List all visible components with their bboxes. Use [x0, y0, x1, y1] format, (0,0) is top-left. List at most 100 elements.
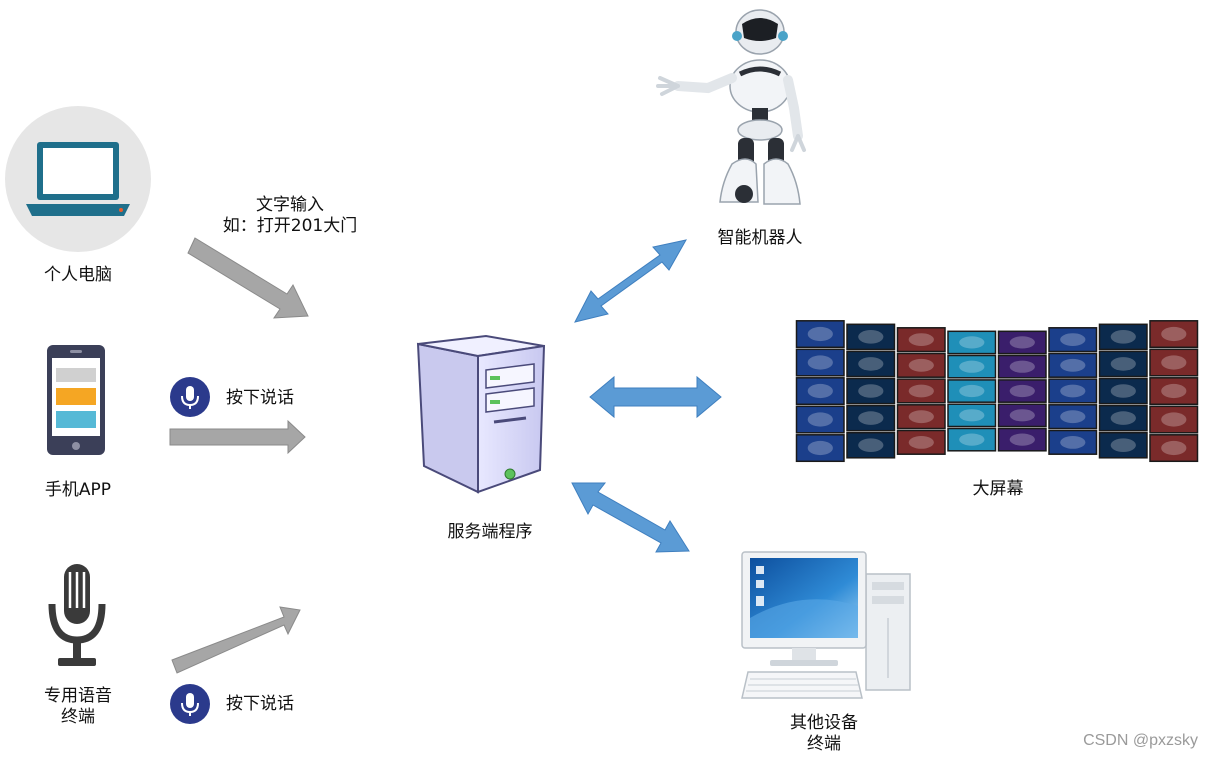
laptop-icon: [5, 106, 151, 252]
video-wall-tile-highlight: [1161, 440, 1187, 456]
desktop-computer-icon: [741, 551, 911, 699]
other-device-label-line2: 终端: [807, 734, 841, 754]
video-wall-tile-highlight: [807, 440, 833, 456]
mic-badge-icon-2: [170, 684, 210, 724]
video-wall-tile: [846, 323, 896, 351]
video-wall-tile: [1048, 327, 1098, 353]
video-wall-tile-highlight: [908, 333, 934, 346]
video-wall-tile-highlight: [1161, 383, 1187, 399]
video-wall-tile-highlight: [908, 436, 934, 449]
video-wall-tile: [1149, 377, 1199, 406]
video-wall-tile: [846, 404, 896, 432]
video-wall-tile: [1098, 323, 1148, 351]
other-device-label-line1: 其他设备: [790, 713, 858, 733]
video-wall-tile-highlight: [1009, 409, 1035, 422]
video-wall-tile: [1048, 378, 1098, 404]
video-wall-tile: [1149, 320, 1199, 349]
video-wall-tile-highlight: [959, 360, 985, 373]
video-wall-tile-highlight: [959, 384, 985, 398]
video-wall-tile-highlight: [1110, 330, 1136, 344]
video-wall-tile-highlight: [908, 384, 934, 398]
video-wall-tile-highlight: [807, 355, 833, 370]
voice-terminal-label-line2: 终端: [61, 707, 95, 727]
video-wall-tile: [896, 429, 946, 455]
video-wall-tile: [997, 330, 1047, 355]
video-wall-tile: [947, 379, 997, 403]
video-wall-tile: [795, 405, 845, 434]
big-screen-label: 大屏幕: [972, 479, 1024, 499]
robot-label: 智能机器人: [717, 228, 803, 248]
video-wall-icon: [795, 320, 1199, 463]
video-wall-tile-highlight: [1009, 384, 1035, 398]
video-wall-tile-highlight: [1009, 433, 1035, 446]
video-wall-tile: [846, 431, 896, 459]
text-input-label-line2: 如：打开201大门: [222, 216, 358, 236]
video-wall-tile-highlight: [908, 358, 934, 372]
video-wall-tile-highlight: [959, 336, 985, 349]
phone-label: 手机APP: [44, 480, 112, 500]
video-wall-tile-highlight: [1060, 436, 1086, 449]
video-wall-tile: [896, 404, 946, 430]
video-wall-tile-highlight: [807, 383, 833, 399]
video-wall-tile-highlight: [1110, 384, 1136, 398]
mic-badge-icon-1: [170, 377, 210, 417]
video-wall-tile-highlight: [858, 330, 884, 344]
video-wall-tile: [997, 403, 1047, 428]
video-wall-tile: [795, 348, 845, 377]
video-wall-tile: [1149, 405, 1199, 434]
video-wall-tile: [997, 427, 1047, 452]
video-wall-tile: [947, 427, 997, 452]
pc-label: 个人电脑: [44, 265, 112, 285]
text-input-label: 文字输入 如：打开201大门: [205, 195, 375, 237]
voice-terminal-label-line1: 专用语音: [44, 686, 112, 706]
video-wall-tile-highlight: [959, 433, 985, 446]
video-wall-tile-highlight: [1110, 357, 1136, 371]
video-wall-tile: [1098, 350, 1148, 378]
video-wall-tile: [1048, 404, 1098, 430]
voice-terminal-label: 专用语音 终端: [28, 686, 128, 728]
video-wall-tile: [1098, 377, 1148, 405]
video-wall-tile: [947, 403, 997, 428]
microphone-icon: [48, 564, 106, 666]
video-wall-tile: [1048, 429, 1098, 455]
video-wall-tile: [1149, 434, 1199, 463]
video-wall-tile: [896, 378, 946, 404]
video-wall-tile-highlight: [1161, 355, 1187, 370]
video-wall-tile: [947, 354, 997, 379]
video-wall-tile: [1098, 431, 1148, 459]
video-wall-tile: [795, 434, 845, 463]
video-wall-tile: [997, 379, 1047, 403]
video-wall-tile-highlight: [1161, 326, 1187, 342]
video-wall-tile-highlight: [858, 438, 884, 452]
smartphone-icon: [47, 345, 105, 455]
video-wall-tile-highlight: [1009, 360, 1035, 373]
video-wall-tile: [1149, 348, 1199, 377]
video-wall-tile-highlight: [807, 412, 833, 427]
video-wall-tile-highlight: [1060, 410, 1086, 424]
video-wall-tile-highlight: [1009, 336, 1035, 349]
press-to-talk-label-2: 按下说话: [226, 694, 294, 714]
video-wall-tile-highlight: [908, 410, 934, 424]
video-wall-tile: [846, 350, 896, 378]
server-tower-icon: [416, 334, 546, 494]
video-wall-tile-highlight: [1060, 358, 1086, 372]
video-wall-tile-highlight: [807, 326, 833, 342]
text-input-label-line1: 文字输入: [256, 195, 324, 215]
video-wall-tile: [795, 320, 845, 349]
video-wall-tile-highlight: [1060, 333, 1086, 346]
video-wall-tile-highlight: [858, 384, 884, 398]
watermark: CSDN @pxzsky: [1083, 732, 1198, 749]
video-wall-tile: [997, 354, 1047, 379]
video-wall-tile: [846, 377, 896, 405]
other-device-label: 其他设备 终端: [766, 713, 882, 755]
video-wall-tile-highlight: [1060, 384, 1086, 398]
video-wall-tile: [896, 327, 946, 353]
video-wall-tile-highlight: [858, 357, 884, 371]
video-wall-tile-highlight: [1110, 438, 1136, 452]
press-to-talk-label-1: 按下说话: [226, 388, 294, 408]
